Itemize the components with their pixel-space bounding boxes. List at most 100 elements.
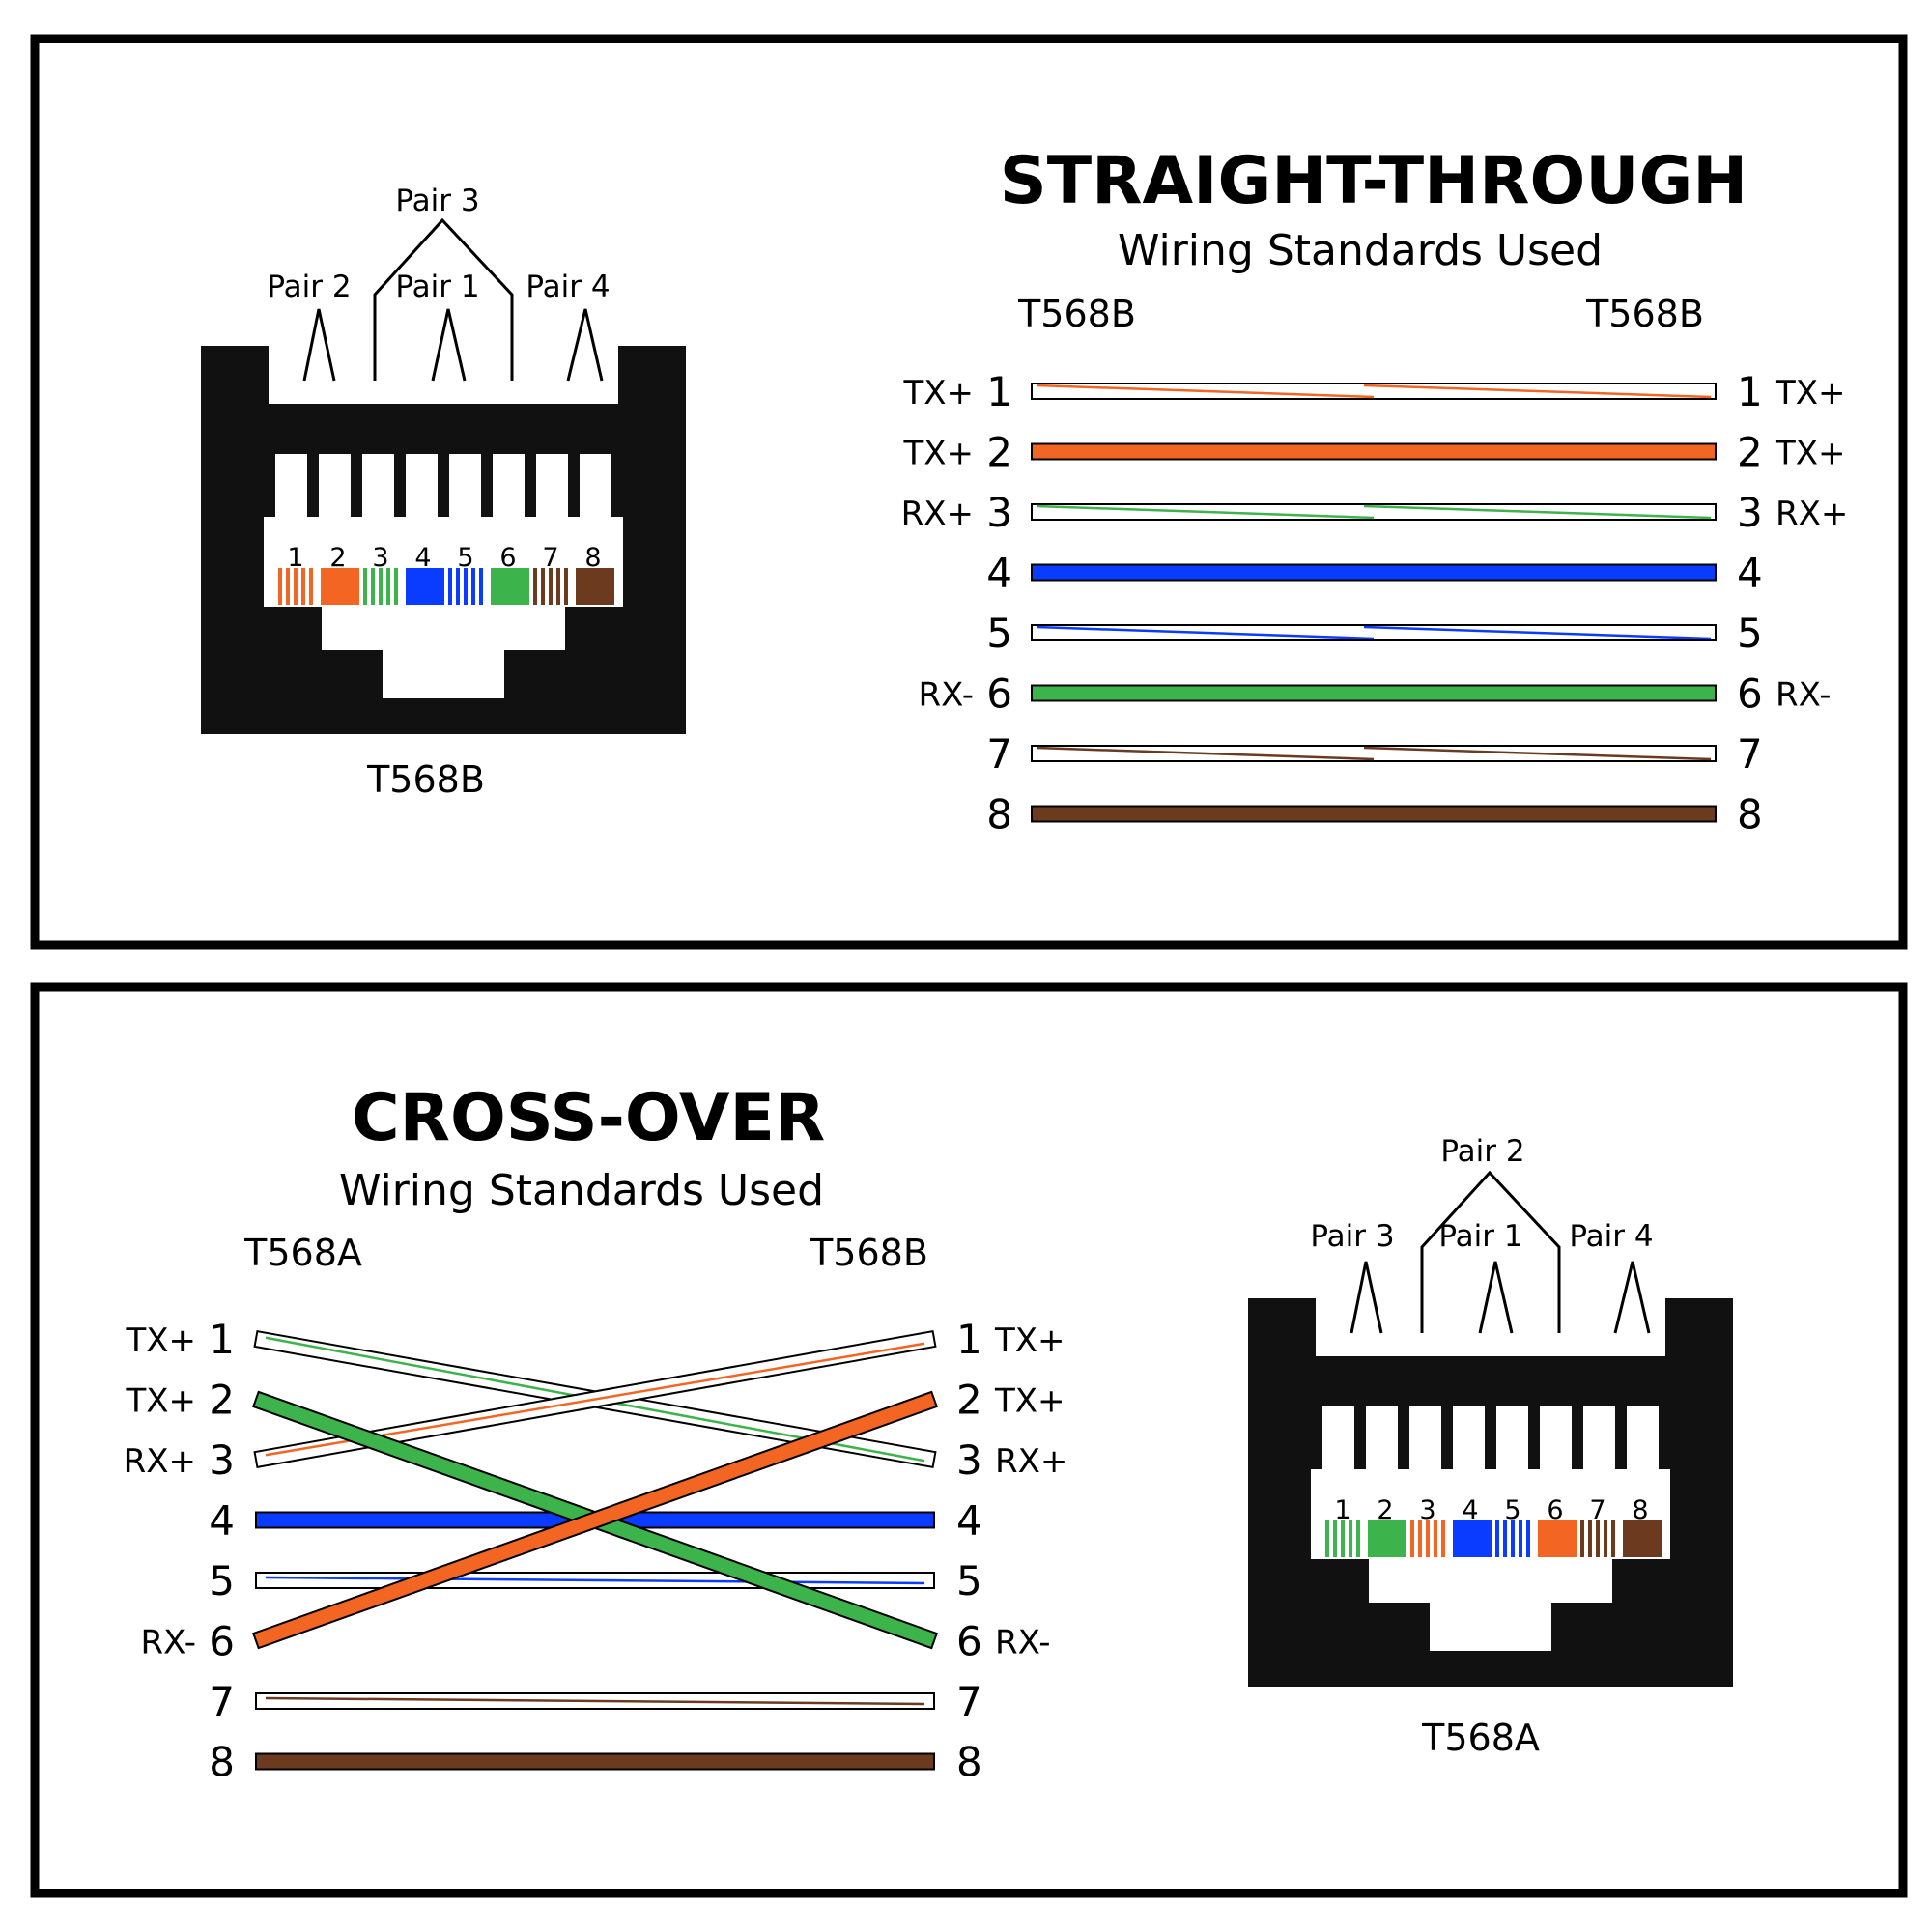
striped-pin-chip <box>386 568 390 605</box>
cross-left-pin-number: 1 <box>209 1316 235 1363</box>
left-pin-number: 6 <box>986 670 1012 718</box>
striped-pin-chip <box>286 568 290 605</box>
wire-stripe <box>1036 746 1712 761</box>
straight-wire <box>1031 684 1717 702</box>
straight-pair-lines <box>302 217 604 382</box>
pair-1-label: Pair 1 <box>1438 1219 1522 1254</box>
pin-number: 3 <box>1419 1495 1435 1525</box>
pair-1-label: Pair 1 <box>395 270 479 304</box>
striped-pin-chip <box>371 568 375 605</box>
pin-number: 8 <box>1632 1495 1648 1525</box>
straight-right-standard: T568B <box>1585 293 1704 335</box>
contact-divider <box>1659 1406 1670 1469</box>
straight-wire <box>1031 503 1717 521</box>
straight-jack-pairs: Pair 3 Pair 2 Pair 1 Pair 4 <box>267 184 610 304</box>
pin-number: 6 <box>1547 1495 1563 1525</box>
wire-body <box>255 1752 935 1771</box>
contact-divider <box>1354 1406 1366 1469</box>
cross-pair-lines <box>1350 1170 1651 1334</box>
pin-number: 4 <box>1462 1495 1478 1525</box>
contact-divider <box>1572 1406 1583 1469</box>
contact-divider <box>264 454 275 517</box>
contact-divider <box>1441 1406 1453 1469</box>
striped-pin-chip <box>471 568 475 605</box>
cross-jack-pairs: Pair 2 Pair 3 Pair 1 Pair 4 <box>1310 1134 1653 1254</box>
cross-jack-label: T568A <box>1421 1717 1540 1759</box>
striped-pin-chip <box>1341 1520 1345 1557</box>
right-pin-number: 3 <box>1737 489 1763 536</box>
contact-divider <box>611 454 623 517</box>
right-signal-label: RX+ <box>1776 495 1848 533</box>
wire-stripe <box>1036 384 1712 399</box>
pair-twist-line <box>1478 1261 1514 1334</box>
right-pin-number: 2 <box>1737 429 1763 476</box>
striped-pin-chip <box>1604 1520 1607 1557</box>
striped-pin-chip <box>556 568 560 605</box>
pin-number: 1 <box>1334 1495 1350 1525</box>
pin-number: 6 <box>499 543 516 573</box>
solid-pin-chip <box>1538 1520 1577 1557</box>
cross-left-pin-number: 8 <box>209 1739 235 1786</box>
right-pin-number: 6 <box>1737 670 1763 718</box>
left-signal-label: TX+ <box>902 435 974 473</box>
striped-pin-chip <box>301 568 305 605</box>
striped-pin-chip <box>309 568 313 605</box>
contact-divider <box>1528 1406 1540 1469</box>
cross-wire <box>255 1692 935 1710</box>
cross-right-pin-number: 7 <box>956 1678 982 1725</box>
pair-twist-line <box>1613 1261 1651 1334</box>
cross-left-signal-label: TX+ <box>125 1321 196 1360</box>
cross-right-pin-number: 5 <box>956 1557 982 1605</box>
striped-pin-chip <box>394 568 398 605</box>
striped-pin-chip <box>1526 1520 1530 1557</box>
cross-right-signal-label: TX+ <box>994 1321 1065 1360</box>
latch-notch <box>322 607 565 698</box>
cross-left-signal-label: TX+ <box>125 1382 196 1421</box>
cross-left-pin-number: 4 <box>209 1497 235 1545</box>
straight-wire <box>1031 745 1717 762</box>
straight-wire <box>1031 805 1717 823</box>
straight-title: STRAIGHT-THROUGH <box>1000 143 1747 219</box>
right-pin-number: 1 <box>1737 368 1763 415</box>
right-pin-number: 8 <box>1737 791 1763 838</box>
striped-pin-chip <box>1325 1520 1329 1557</box>
striped-pin-chip <box>479 568 483 605</box>
solid-pin-chip <box>576 568 614 605</box>
striped-pin-chip <box>456 568 460 605</box>
cross-left-pin-number: 7 <box>209 1678 235 1725</box>
pin-number: 2 <box>329 543 346 573</box>
pin-number: 4 <box>414 543 431 573</box>
pair-3-label: Pair 3 <box>1310 1219 1394 1254</box>
striped-pin-chip <box>294 568 298 605</box>
pin-number: 2 <box>1377 1495 1393 1525</box>
contact-divider <box>1398 1406 1409 1469</box>
cross-right-signal-label: RX+ <box>995 1442 1067 1481</box>
pin-number: 1 <box>287 543 303 573</box>
wire-body <box>252 1390 938 1650</box>
striped-pin-chip <box>1611 1520 1615 1557</box>
striped-pin-chip <box>1495 1520 1499 1557</box>
pair-twist-line <box>566 308 604 382</box>
wire-stripe <box>265 1576 925 1585</box>
straight-wire <box>1031 442 1717 461</box>
straight-wire <box>1031 383 1717 400</box>
right-pin-number: 4 <box>1737 550 1763 597</box>
cross-wire <box>252 1390 938 1650</box>
striped-pin-chip <box>1588 1520 1592 1557</box>
contact-divider <box>438 454 449 517</box>
striped-pin-chip <box>564 568 568 605</box>
cross-right-standard: T568B <box>810 1232 928 1274</box>
striped-pin-chip <box>448 568 452 605</box>
contact-divider <box>1615 1406 1627 1469</box>
latch-notch <box>1369 1559 1612 1651</box>
cross-right-signal-label: RX- <box>995 1624 1051 1662</box>
solid-pin-chip <box>1623 1520 1662 1557</box>
contact-divider <box>525 454 536 517</box>
right-signal-label: TX+ <box>1775 435 1846 473</box>
left-signal-label: RX- <box>919 676 975 715</box>
